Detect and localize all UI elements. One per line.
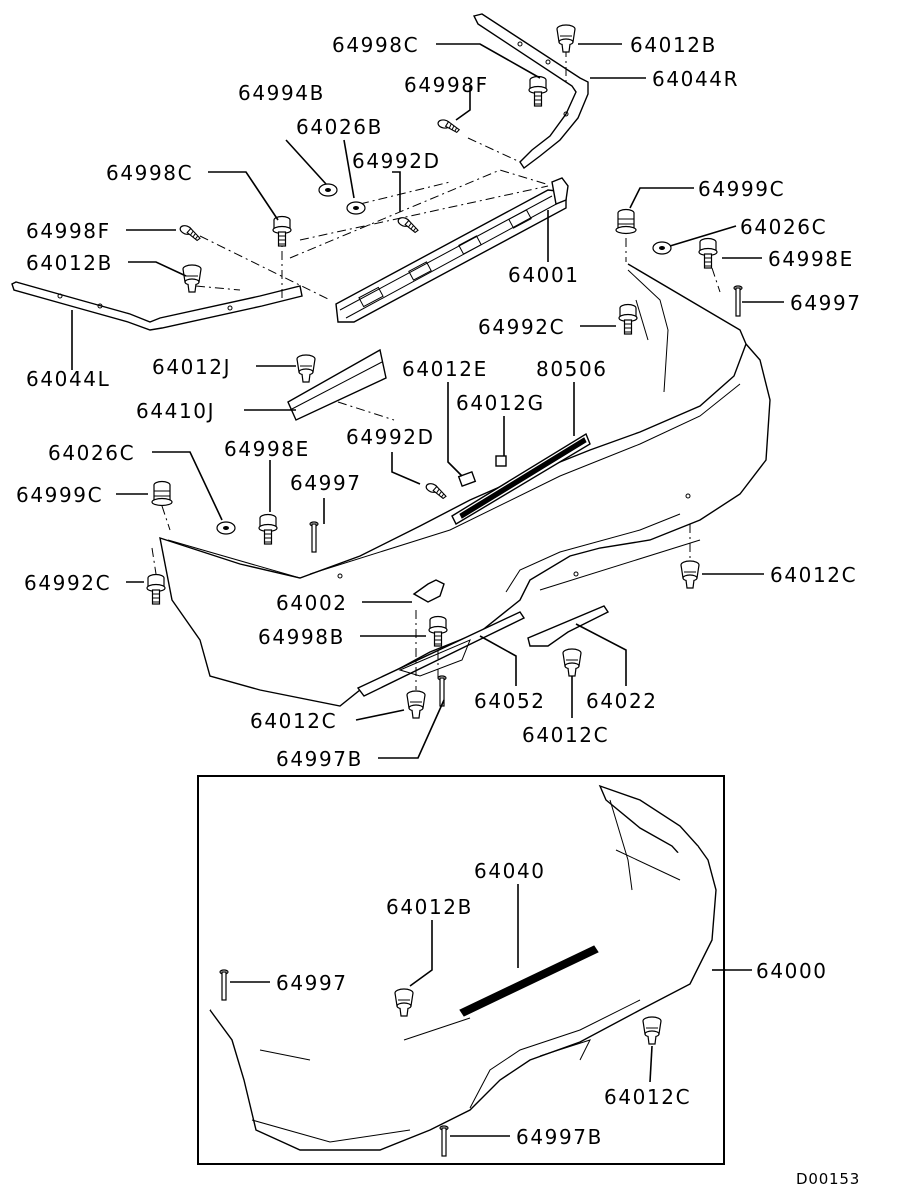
callout-64998F: 64998F [26, 219, 111, 243]
callout-64012B: 64012B [630, 33, 717, 57]
reinforcement-64052 [356, 611, 526, 697]
callout-64012C: 64012C [250, 709, 337, 733]
callout-64998C: 64998C [106, 161, 193, 185]
callout-64000: 64000 [756, 959, 828, 983]
diagram-code: D00153 [796, 1170, 860, 1187]
clip-icon [406, 690, 426, 719]
callout-64998F: 64998F [404, 73, 489, 97]
rivet-icon [309, 521, 319, 553]
screw-icon [395, 215, 422, 234]
reinforcement-64001 [335, 189, 567, 323]
callout-64012J: 64012J [152, 355, 231, 379]
bolt-icon [258, 513, 278, 545]
callout-64044L: 64044L [26, 367, 110, 391]
washer-icon [652, 241, 672, 255]
clip-icon [296, 354, 316, 383]
bracket-64044R [472, 13, 589, 170]
screw-icon [177, 223, 204, 242]
clip-icon [562, 648, 582, 677]
bracket-64022 [527, 605, 610, 647]
callout-64998E: 64998E [224, 437, 310, 461]
rivet-icon [437, 675, 447, 707]
callout-64012C: 64012C [770, 563, 857, 587]
rivet-icon [439, 1125, 449, 1157]
callout-64026C: 64026C [740, 215, 827, 239]
callout-64052: 64052 [474, 689, 546, 713]
bolt-icon [618, 303, 638, 335]
bolt-icon [698, 237, 718, 269]
callout-64997: 64997 [790, 291, 862, 315]
washer-icon [318, 183, 338, 197]
callout-64992C: 64992C [478, 315, 565, 339]
callout-64410J: 64410J [136, 399, 215, 423]
callout-64012C: 64012C [604, 1085, 691, 1109]
bolt-icon [528, 75, 548, 107]
callout-64999C: 64999C [16, 483, 103, 507]
bracket-64044L [11, 281, 303, 331]
callout-64997: 64997 [276, 971, 348, 995]
callout-80506: 80506 [536, 357, 608, 381]
rivet-icon [733, 285, 743, 317]
bolt-icon [272, 215, 292, 247]
rivet-icon [219, 969, 229, 1001]
callout-64001: 64001 [508, 263, 580, 287]
callout-64012B: 64012B [26, 251, 113, 275]
bumper-cover [159, 263, 771, 707]
callout-64992D: 64992D [352, 149, 441, 173]
callout-64022: 64022 [586, 689, 658, 713]
callout-64992C: 64992C [24, 571, 111, 595]
callout-64012C: 64012C [522, 723, 609, 747]
clip-icon [680, 560, 700, 589]
washer-icon [346, 201, 366, 215]
callout-64026B: 64026B [296, 115, 383, 139]
callout-64998E: 64998E [768, 247, 854, 271]
screw-icon [423, 481, 450, 500]
clip-icon [182, 264, 202, 293]
bolt-icon [146, 573, 166, 605]
grommet-icon [615, 208, 637, 235]
callout-64992D: 64992D [346, 425, 435, 449]
clip-icon [642, 1016, 662, 1045]
bracket-64002 [412, 579, 445, 603]
callout-64998B: 64998B [258, 625, 345, 649]
callout-64040: 64040 [474, 859, 546, 883]
callout-64997: 64997 [290, 471, 362, 495]
callout-64994B: 64994B [238, 81, 325, 105]
callout-64012E: 64012E [402, 357, 488, 381]
grommet-icon [151, 480, 173, 507]
screw-icon [436, 118, 462, 134]
callout-64997B: 64997B [516, 1125, 603, 1149]
callout-64002: 64002 [276, 591, 348, 615]
callout-64026C: 64026C [48, 441, 135, 465]
callout-64997B: 64997B [276, 747, 363, 771]
callout-64012B: 64012B [386, 895, 473, 919]
washer-icon [216, 521, 236, 535]
callout-64999C: 64999C [698, 177, 785, 201]
clip-icon [556, 24, 576, 53]
callout-64012G: 64012G [456, 391, 545, 415]
callout-64998C: 64998C [332, 33, 419, 57]
callout-64044R: 64044R [652, 67, 739, 91]
